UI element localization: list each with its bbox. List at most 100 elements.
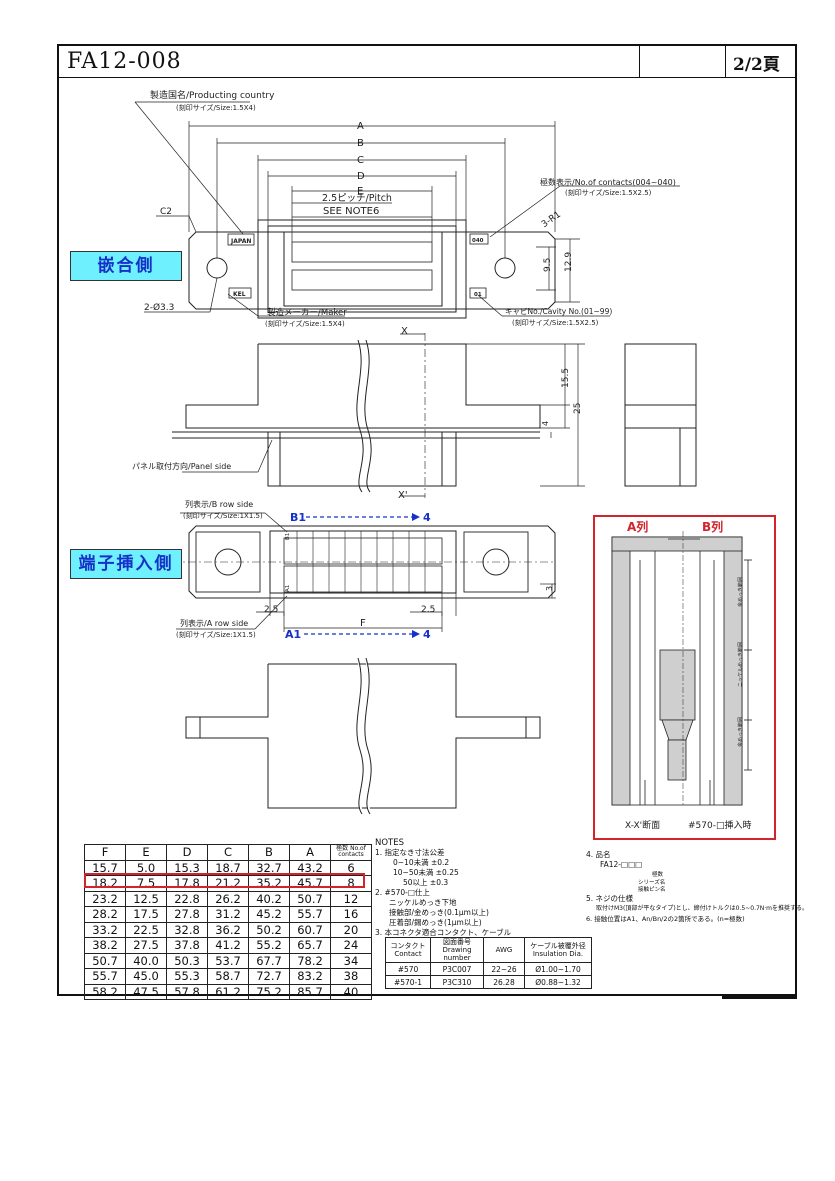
radius-label: 3-R1 bbox=[540, 210, 563, 230]
table-cell: 60.7 bbox=[289, 921, 331, 938]
b1-start: B1 bbox=[290, 511, 306, 524]
bottom-border-mark bbox=[722, 995, 797, 999]
table-cell: 55.2 bbox=[248, 937, 290, 954]
part-number-scheme: FA12-□□□ 極数 シリーズ名 接触ピン名 bbox=[586, 860, 808, 893]
table-cell: 22.8 bbox=[166, 890, 208, 907]
end-view bbox=[624, 343, 697, 487]
note-2: 2. #570-□仕上 bbox=[375, 888, 430, 897]
table-cell: 32.7 bbox=[248, 859, 290, 876]
dim-d-label: D bbox=[357, 171, 365, 182]
drawing-sheet: FA12-008 2/2頁 bbox=[57, 44, 797, 996]
table-cell: 7.5 bbox=[125, 875, 167, 892]
table-cell: 24 bbox=[330, 937, 372, 954]
a-row-end: 4 bbox=[423, 628, 431, 641]
dim-12-9: 12.9 bbox=[564, 252, 574, 272]
dim-c-label: C bbox=[357, 155, 364, 166]
side-view: X X' 15.5 25 4 パネル取付方向/Panel side bbox=[132, 326, 585, 501]
table-cell: 12.5 bbox=[125, 890, 167, 907]
note-1: 1. 指定なき寸法公差 bbox=[375, 848, 445, 857]
table-cell: 33.2 bbox=[84, 921, 126, 938]
kel-mark: KEL bbox=[233, 291, 246, 298]
country-size: (刻印サイズ/Size:1.5X4) bbox=[176, 103, 256, 112]
table-cell: 78.2 bbox=[289, 952, 331, 969]
cavity-label: キャビNo./Cavity No.(01~99) bbox=[505, 307, 612, 316]
part-code-series: シリーズ名 bbox=[638, 880, 666, 886]
table-cell: 12 bbox=[330, 890, 372, 907]
col-c: C bbox=[207, 844, 249, 861]
table-cell: 40.0 bbox=[125, 952, 167, 969]
title-block-cell bbox=[725, 46, 796, 77]
table-cell: 50.7 bbox=[84, 952, 126, 969]
table-cell: 61.2 bbox=[207, 983, 249, 1000]
zone-gold-lower: 金めっき範囲 bbox=[737, 717, 744, 747]
table-cell: 58.2 bbox=[84, 983, 126, 1000]
section-mark-x: X bbox=[401, 326, 408, 337]
maker-label: 製造メーカー/Maker bbox=[267, 307, 347, 318]
col-contacts: 極数 No.of contacts bbox=[330, 844, 372, 861]
table-cell: 58.7 bbox=[207, 968, 249, 985]
rear-view: 列表示/B row side (刻印サイズ/Size:1X1.5) 列表示/A … bbox=[172, 499, 556, 641]
table-cell: 35.2 bbox=[248, 875, 290, 892]
table-cell: 31.2 bbox=[207, 906, 249, 923]
cable-col-awg: AWG bbox=[483, 937, 525, 963]
dim-e-label: E bbox=[357, 186, 363, 197]
a-row-size: (刻印サイズ/Size:1X1.5) bbox=[176, 630, 256, 639]
table-cell: 17.8 bbox=[166, 875, 208, 892]
table-cell: 65.7 bbox=[289, 937, 331, 954]
section-highlight-frame bbox=[593, 515, 776, 840]
cable-cell: 22~26 bbox=[483, 962, 525, 976]
mark-01: 01 bbox=[474, 292, 482, 298]
a1-start: A1 bbox=[285, 628, 301, 641]
table-cell: 40 bbox=[330, 983, 372, 1000]
b-row-label: 列表示/B row side bbox=[185, 499, 253, 509]
table-cell: 50.7 bbox=[289, 890, 331, 907]
cable-cell: P3C007 bbox=[430, 962, 484, 976]
table-cell: 45.2 bbox=[248, 906, 290, 923]
table-cell: 16 bbox=[330, 906, 372, 923]
dim-9-5: 9.5 bbox=[543, 258, 553, 272]
see-note-label: SEE NOTE6 bbox=[323, 206, 379, 217]
table-cell: 17.5 bbox=[125, 906, 167, 923]
dim-2-5-left: 2.5 bbox=[264, 605, 278, 615]
title-block-cell bbox=[639, 46, 726, 77]
col-f: F bbox=[84, 844, 126, 861]
cable-cell: P3C310 bbox=[430, 975, 484, 989]
dim-2-5-right: 2.5 bbox=[421, 605, 435, 615]
note-2c: 圧着部/錫めっき(1μm以上) bbox=[389, 918, 482, 927]
section-a-column: A列 bbox=[627, 519, 648, 534]
table-cell: 15.3 bbox=[166, 859, 208, 876]
table-cell: 45.7 bbox=[289, 875, 331, 892]
cable-row: #570-1 P3C310 26.28 Ø0.88~1.32 bbox=[385, 975, 592, 989]
note-5a: 取付けM3(頂部が平なタイプ)とし、締付けトルクは0.5~0.7N·mを推奨する… bbox=[596, 905, 809, 912]
top-view: A B C D E 2.5ピッチ/Pitch SEE NOTE6 製造国名/Pr… bbox=[134, 89, 680, 328]
table-cell: 18.7 bbox=[207, 859, 249, 876]
table-cell: 8 bbox=[330, 875, 372, 892]
table-cell: 34 bbox=[330, 952, 372, 969]
table-cell: 53.7 bbox=[207, 952, 249, 969]
table-cell: 50.3 bbox=[166, 952, 208, 969]
cable-cell: Ø0.88~1.32 bbox=[524, 975, 592, 989]
table-cell: 55.3 bbox=[166, 968, 208, 985]
part-code: FA12-□□□ bbox=[600, 860, 643, 869]
table-cell: 28.2 bbox=[84, 906, 126, 923]
table-cell: 47.5 bbox=[125, 983, 167, 1000]
table-cell: 57.8 bbox=[166, 983, 208, 1000]
japan-mark: JAPAN bbox=[230, 238, 251, 245]
table-cell: 45.0 bbox=[125, 968, 167, 985]
table-cell: 32.8 bbox=[166, 921, 208, 938]
cable-col-insulation: ケーブル被覆外径 Insulation Dia. bbox=[524, 937, 592, 963]
table-cell: 5.0 bbox=[125, 859, 167, 876]
cable-cell: #570-1 bbox=[385, 975, 431, 989]
dim-25: 25 bbox=[573, 403, 583, 414]
table-cell: 37.8 bbox=[166, 937, 208, 954]
col-d: D bbox=[166, 844, 208, 861]
bottom-view bbox=[185, 657, 541, 815]
